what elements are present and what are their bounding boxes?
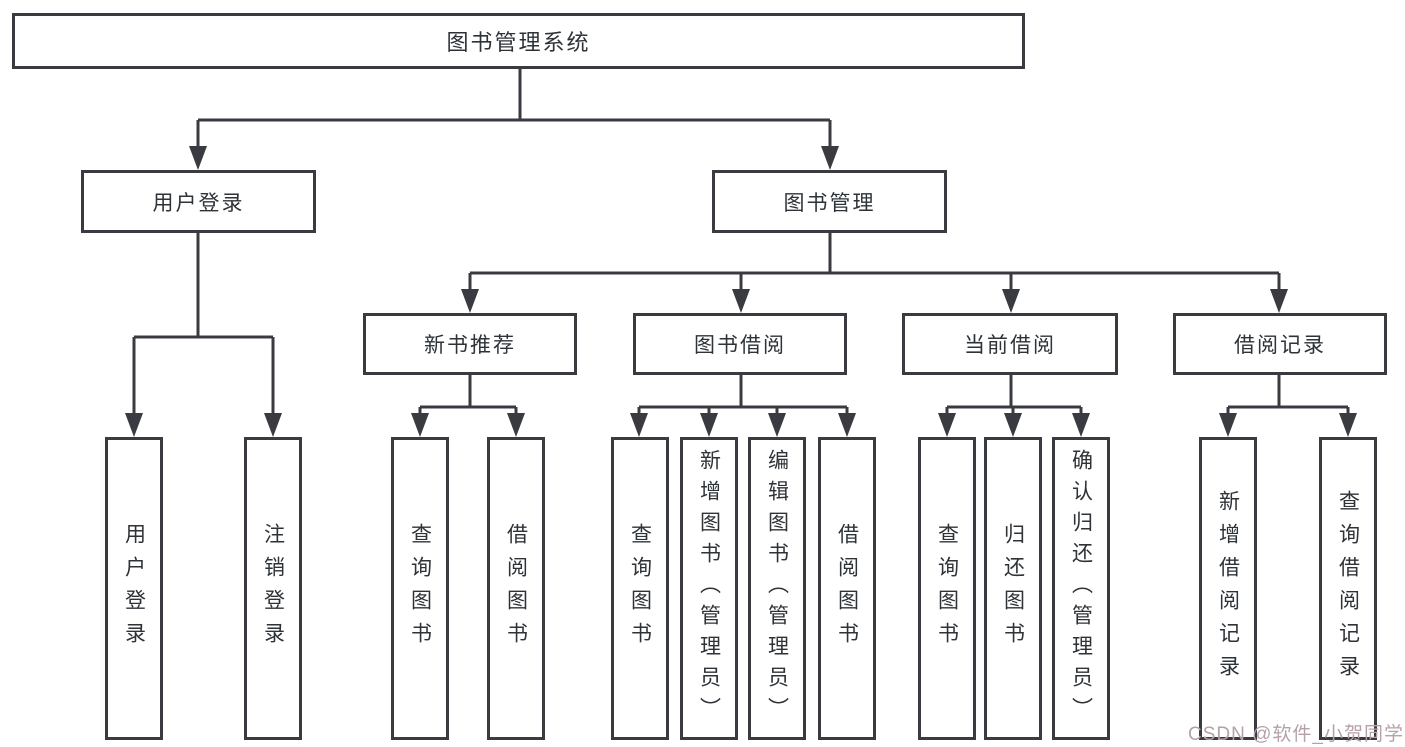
arrowhead — [125, 413, 143, 437]
connector-current-borrow-group — [945, 375, 1083, 414]
connector-new-book-group — [418, 375, 518, 414]
node-label: 注销登录 — [261, 522, 285, 655]
arrowhead — [1002, 289, 1020, 313]
leaf-confirm-return-admin: 确认归还（管理员） — [1052, 437, 1110, 740]
leaf-add-borrow-record: 新增借阅记录 — [1199, 437, 1257, 740]
csdn-watermark: CSDN @软件_小贺同学 — [1188, 724, 1404, 745]
arrowhead — [189, 146, 207, 170]
arrowhead — [1072, 413, 1090, 437]
connector-root-to-level2 — [196, 69, 832, 147]
node-label: 新增图书（管理员） — [697, 449, 721, 728]
node-label: 新增借阅记录 — [1216, 489, 1240, 688]
leaf-borrow-books: 借阅图书 — [818, 437, 876, 740]
arrowhead — [700, 413, 718, 437]
leaf-query-books-current: 查询图书 — [918, 437, 976, 740]
leaf-query-books-borrow: 查询图书 — [611, 437, 669, 740]
node-label: 查询借阅记录 — [1336, 489, 1360, 688]
node-label: 编辑图书（管理员） — [765, 449, 789, 728]
node-book-management: 图书管理 — [712, 170, 947, 233]
node-label: 查询图书 — [628, 522, 652, 655]
arrowhead — [630, 413, 648, 437]
leaf-logout: 注销登录 — [244, 437, 302, 740]
arrowhead — [732, 289, 750, 313]
node-label: 用户登录 — [152, 191, 245, 215]
connector-borrow-record-group — [1226, 375, 1350, 414]
node-book-borrow: 图书借阅 — [633, 313, 847, 375]
node-borrow-record: 借阅记录 — [1173, 313, 1387, 375]
node-label: 确认归还（管理员） — [1069, 449, 1093, 728]
leaf-user-login: 用户登录 — [105, 437, 163, 740]
arrowhead — [1219, 413, 1237, 437]
connector-book-management-to-level3 — [468, 233, 1281, 290]
arrowhead — [507, 413, 525, 437]
node-label: 图书管理 — [783, 191, 876, 215]
leaf-query-borrow-record: 查询借阅记录 — [1319, 437, 1377, 740]
arrowhead — [821, 146, 839, 170]
arrowhead — [411, 413, 429, 437]
node-label: 归还图书 — [1001, 522, 1025, 655]
node-label: 借阅记录 — [1234, 334, 1326, 357]
node-label: 当前借阅 — [964, 334, 1056, 357]
connector-book-borrow-group — [637, 375, 849, 414]
connector-user-login-group — [132, 233, 275, 414]
node-label: 用户登录 — [122, 522, 146, 655]
arrowheads — [125, 146, 1357, 437]
arrowhead — [768, 413, 786, 437]
node-new-book-recommend: 新书推荐 — [363, 313, 577, 375]
leaf-return-books: 归还图书 — [984, 437, 1042, 740]
node-label: 图书管理系统 — [446, 30, 591, 55]
leaf-edit-books-admin: 编辑图书（管理员） — [748, 437, 806, 740]
arrowhead — [264, 413, 282, 437]
node-label: 借阅图书 — [504, 522, 528, 655]
arrowhead — [838, 413, 856, 437]
node-label: 新书推荐 — [424, 334, 516, 357]
node-label: 查询图书 — [408, 522, 432, 655]
leaf-query-books-recommend: 查询图书 — [391, 437, 449, 740]
node-label: 借阅图书 — [835, 522, 859, 655]
arrowhead — [1270, 289, 1288, 313]
arrowhead — [461, 289, 479, 313]
node-library-management-system: 图书管理系统 — [12, 13, 1025, 69]
leaf-borrow-books-recommend: 借阅图书 — [487, 437, 545, 740]
node-label: 图书借阅 — [694, 334, 786, 357]
arrowhead — [1004, 413, 1022, 437]
arrowhead — [1339, 413, 1357, 437]
leaf-add-books-admin: 新增图书（管理员） — [680, 437, 738, 740]
node-label: 查询图书 — [935, 522, 959, 655]
arrowhead — [938, 413, 956, 437]
node-user-login: 用户登录 — [81, 170, 316, 233]
node-current-borrow: 当前借阅 — [902, 313, 1118, 375]
